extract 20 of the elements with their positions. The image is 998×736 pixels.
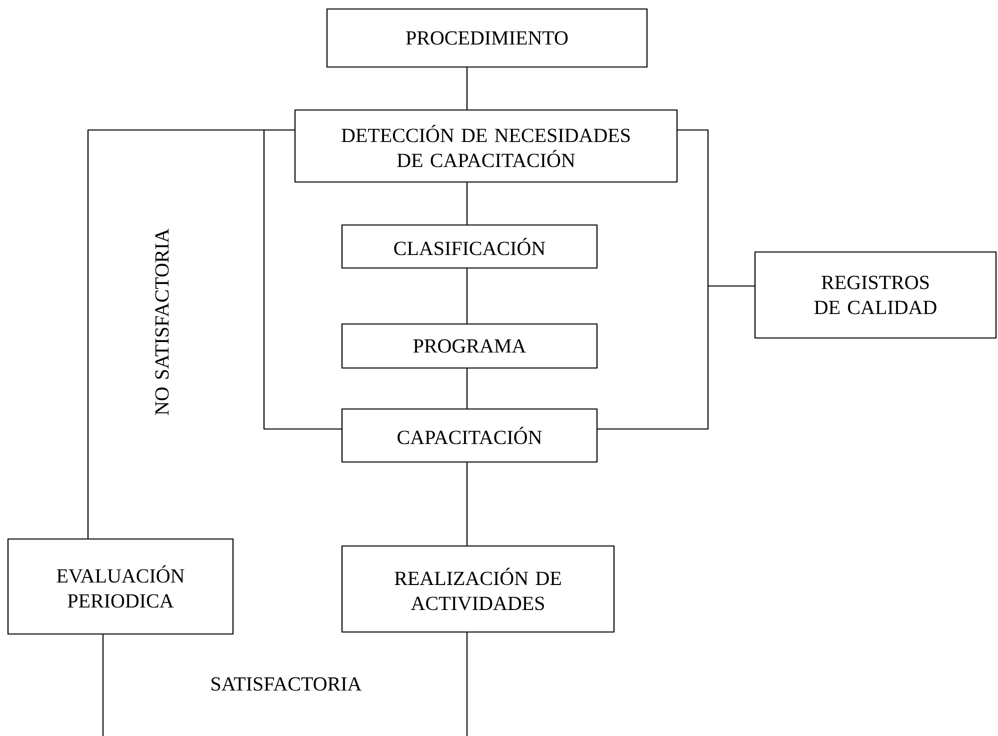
connector-line	[466, 368, 468, 408]
process-box: REALIZACIÓN DE ACTIVIDADES	[341, 545, 615, 633]
process-box: REGISTROS DE CALIDAD	[754, 251, 997, 339]
connector-line	[263, 129, 342, 430]
connector-line	[466, 632, 468, 736]
connector-line	[466, 268, 468, 324]
outcome-label: SATISFACTORIA	[212, 677, 362, 691]
process-box: PROGRAMA	[341, 323, 598, 369]
process-box: DETECCIÓN DE NECESIDADES DE CAPACITACIÓN	[294, 109, 678, 183]
process-box: CAPACITACIÓN	[341, 408, 598, 463]
connector-line	[87, 129, 294, 538]
process-box: PROCEDIMIENTO	[326, 8, 648, 68]
connector-line	[598, 285, 754, 430]
connector-line	[466, 68, 468, 110]
edge-label: NO SATISFACTORIA	[153, 200, 171, 444]
connector-line	[466, 462, 468, 546]
process-box: CLASIFICACIÓN	[341, 224, 598, 269]
connector-line	[102, 634, 104, 736]
connector-line	[466, 182, 468, 224]
process-box: EVALUACIÓN PERIODICA	[7, 538, 234, 635]
